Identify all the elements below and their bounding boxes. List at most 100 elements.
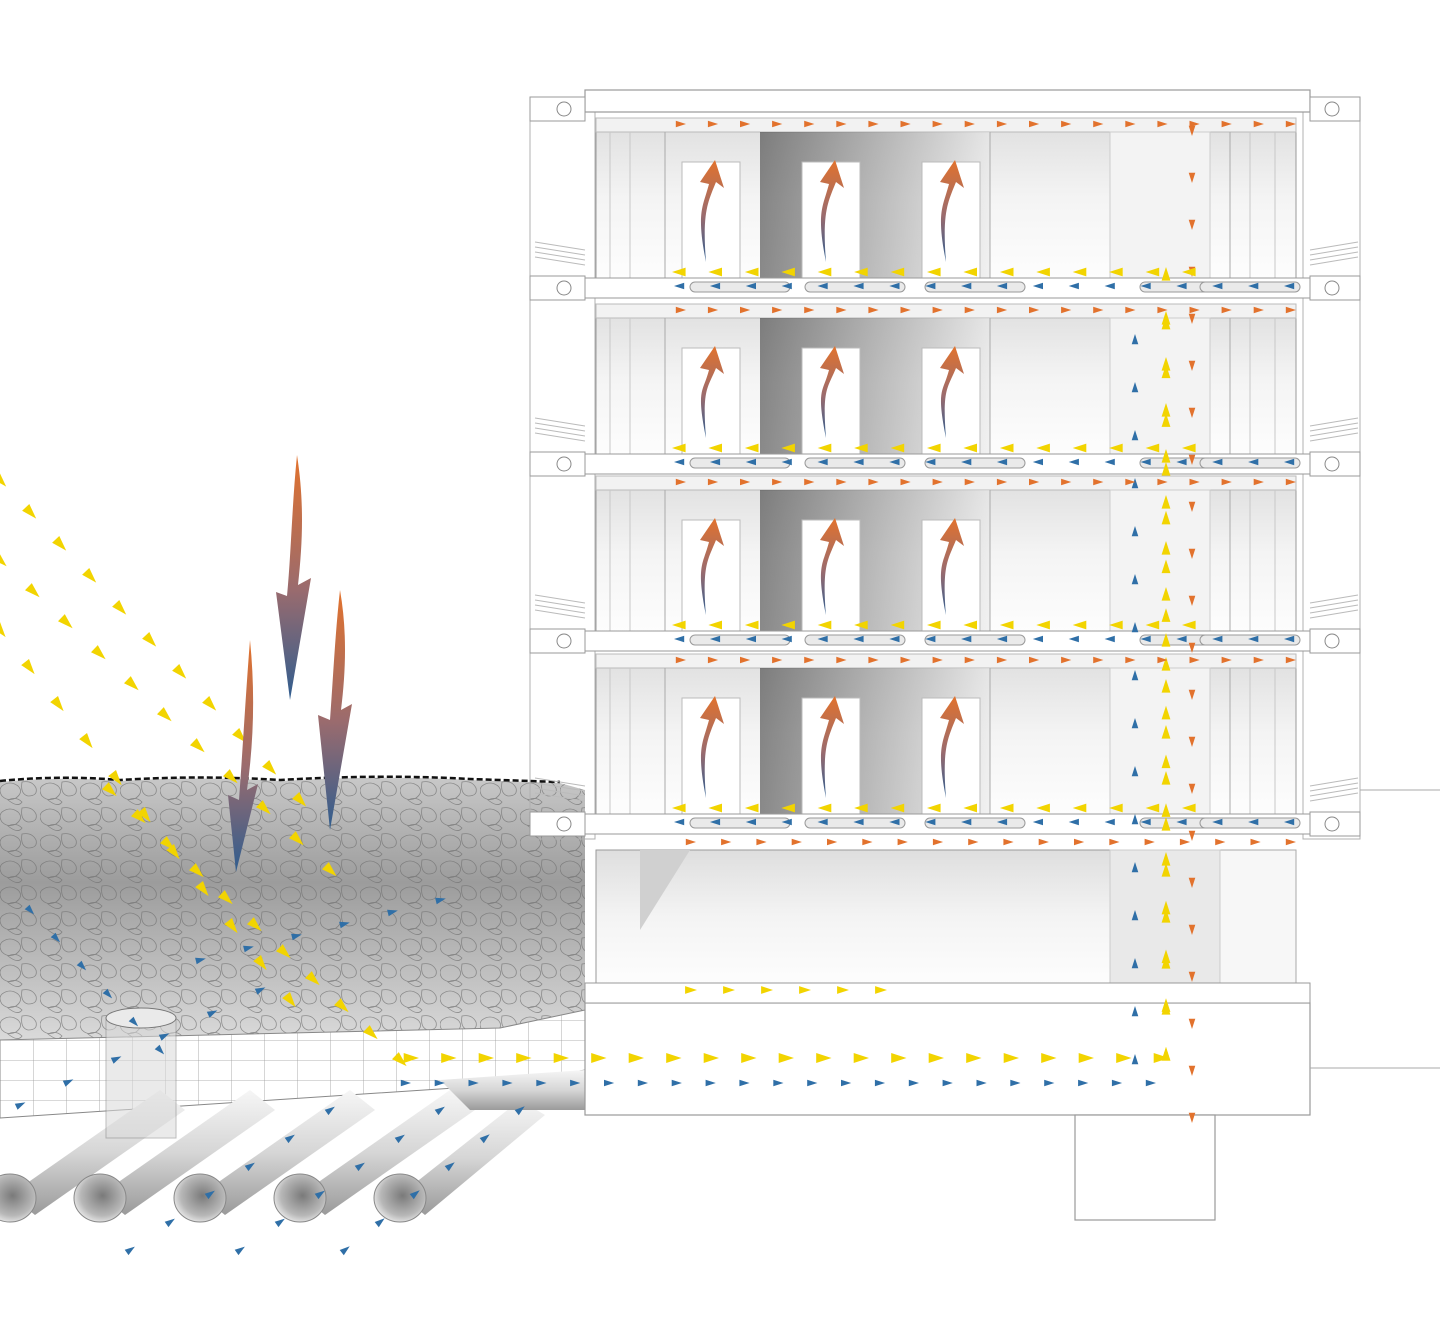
- sun-ray-arrow: [999, 803, 1014, 813]
- floor-level-2: [529, 475, 1361, 654]
- sun-ray-arrow: [1072, 803, 1087, 813]
- warm-air-arrow: [900, 120, 911, 128]
- cool-air-arrow: [1131, 718, 1139, 729]
- cool-air-arrow: [671, 1079, 682, 1087]
- warm-air-arrow: [804, 656, 815, 664]
- cool-air-arrow: [374, 1218, 385, 1228]
- warm-air-arrow: [940, 346, 964, 438]
- warm-air-arrow: [968, 838, 979, 846]
- warm-air-arrow: [900, 478, 911, 486]
- warm-air-arrow: [1189, 656, 1200, 664]
- warm-air-arrow: [721, 838, 732, 846]
- sun-ray-arrow: [591, 1053, 607, 1063]
- warm-air-arrow: [996, 120, 1008, 128]
- warm-air-arrow: [868, 656, 879, 664]
- sun-ray-arrow: [672, 267, 686, 277]
- warm-air-arrow: [675, 478, 686, 486]
- cool-air-arrow: [50, 932, 61, 943]
- cool-air-arrow: [807, 1079, 818, 1087]
- warm-air-arrow: [707, 478, 719, 486]
- cool-air-arrow: [889, 635, 900, 643]
- sun-ray-arrow: [744, 803, 759, 813]
- warm-air-arrow: [1179, 838, 1191, 846]
- warm-air-arrow: [1093, 656, 1104, 664]
- cool-air-arrow: [1104, 458, 1115, 466]
- sun-ray-arrow: [1161, 413, 1171, 427]
- cool-air-arrow: [996, 635, 1008, 643]
- warm-air-arrow: [1029, 656, 1040, 664]
- sun-ray-arrow: [999, 620, 1014, 630]
- cool-air-arrow: [1140, 282, 1151, 290]
- sun-ray-arrow: [441, 1053, 457, 1063]
- cool-air-arrow: [1176, 282, 1187, 290]
- cool-air-arrow: [1104, 282, 1115, 290]
- warm-air-arrow: [1157, 478, 1168, 486]
- sun-ray-arrow: [223, 769, 238, 784]
- sun-ray-arrow: [1109, 443, 1123, 453]
- sun-ray-arrow: [1036, 267, 1050, 277]
- sun-ray-arrow: [1153, 1053, 1169, 1063]
- sun-ray-arrow: [890, 620, 905, 630]
- warm-air-arrow: [675, 306, 686, 314]
- cool-air-arrow: [674, 635, 685, 643]
- warm-air-arrow: [836, 306, 847, 314]
- sun-ray-arrow: [1182, 620, 1196, 630]
- sun-ray-arrow: [1078, 1053, 1094, 1063]
- warm-air-arrow: [700, 518, 724, 615]
- sun-ray-arrow: [79, 733, 93, 749]
- cool-air-arrow: [637, 1079, 648, 1087]
- cool-air-arrow: [1284, 458, 1295, 466]
- cool-air-arrow: [1078, 1079, 1089, 1087]
- sun-ray-arrow: [305, 971, 320, 986]
- sun-ray-arrow: [875, 986, 887, 994]
- cool-air-arrow: [1212, 458, 1223, 466]
- cool-air-arrow: [817, 818, 828, 826]
- cool-air-arrow: [745, 282, 756, 290]
- warm-air-arrow: [740, 478, 751, 486]
- cool-air-arrow: [889, 458, 900, 466]
- sun-ray-arrow: [172, 664, 187, 679]
- warm-air-arrow: [1188, 877, 1196, 888]
- sun-ray-arrow: [1161, 863, 1171, 877]
- cool-air-arrow: [817, 635, 828, 643]
- sun-ray-arrow: [1116, 1053, 1132, 1063]
- cool-air-arrow: [1032, 818, 1043, 826]
- cool-air-arrow: [164, 1218, 175, 1228]
- sun-ray-arrow: [262, 760, 277, 775]
- sun-ray-arrow: [1145, 443, 1160, 453]
- sun-ray-arrow: [890, 267, 905, 277]
- warm-air-arrow: [836, 656, 847, 664]
- sun-ray-arrow: [224, 918, 238, 934]
- sun-ray-arrow: [708, 803, 722, 813]
- warm-air-arrow: [707, 306, 719, 314]
- warm-air-arrow: [940, 160, 964, 262]
- cool-air-arrow: [536, 1079, 547, 1087]
- sun-ray-arrow: [685, 986, 697, 994]
- sun-ray-arrow: [52, 536, 67, 551]
- sun-ray-arrow: [708, 267, 722, 277]
- cool-air-arrow: [76, 960, 87, 971]
- warm-air-arrow: [707, 120, 719, 128]
- cool-air-arrow: [314, 1190, 325, 1200]
- warm-air-arrow: [1003, 838, 1014, 846]
- sun-ray-arrow: [322, 862, 337, 877]
- warm-air-arrow: [1253, 120, 1264, 128]
- warm-air-arrow: [756, 838, 767, 846]
- sun-ray-arrow: [1161, 587, 1171, 601]
- cool-air-arrow: [291, 933, 302, 941]
- cool-air-arrow: [514, 1106, 525, 1116]
- sun-ray-arrow: [21, 659, 35, 675]
- warm-air-arrow: [675, 656, 686, 664]
- cool-air-arrow: [394, 1134, 405, 1144]
- cool-air-arrow: [1131, 622, 1139, 633]
- sun-ray-arrow: [137, 807, 151, 823]
- sun-ray-arrow: [837, 986, 849, 994]
- heat-exchange-arrow: [228, 455, 352, 872]
- cool-air-arrow: [674, 282, 685, 290]
- cool-air-arrow: [324, 1106, 335, 1116]
- sun-ray-arrow: [854, 267, 868, 277]
- warm-air-arrow: [1157, 656, 1168, 664]
- warm-air-arrow: [1221, 478, 1232, 486]
- sun-ray-arrow: [1161, 311, 1171, 325]
- cool-air-arrow: [234, 1246, 245, 1256]
